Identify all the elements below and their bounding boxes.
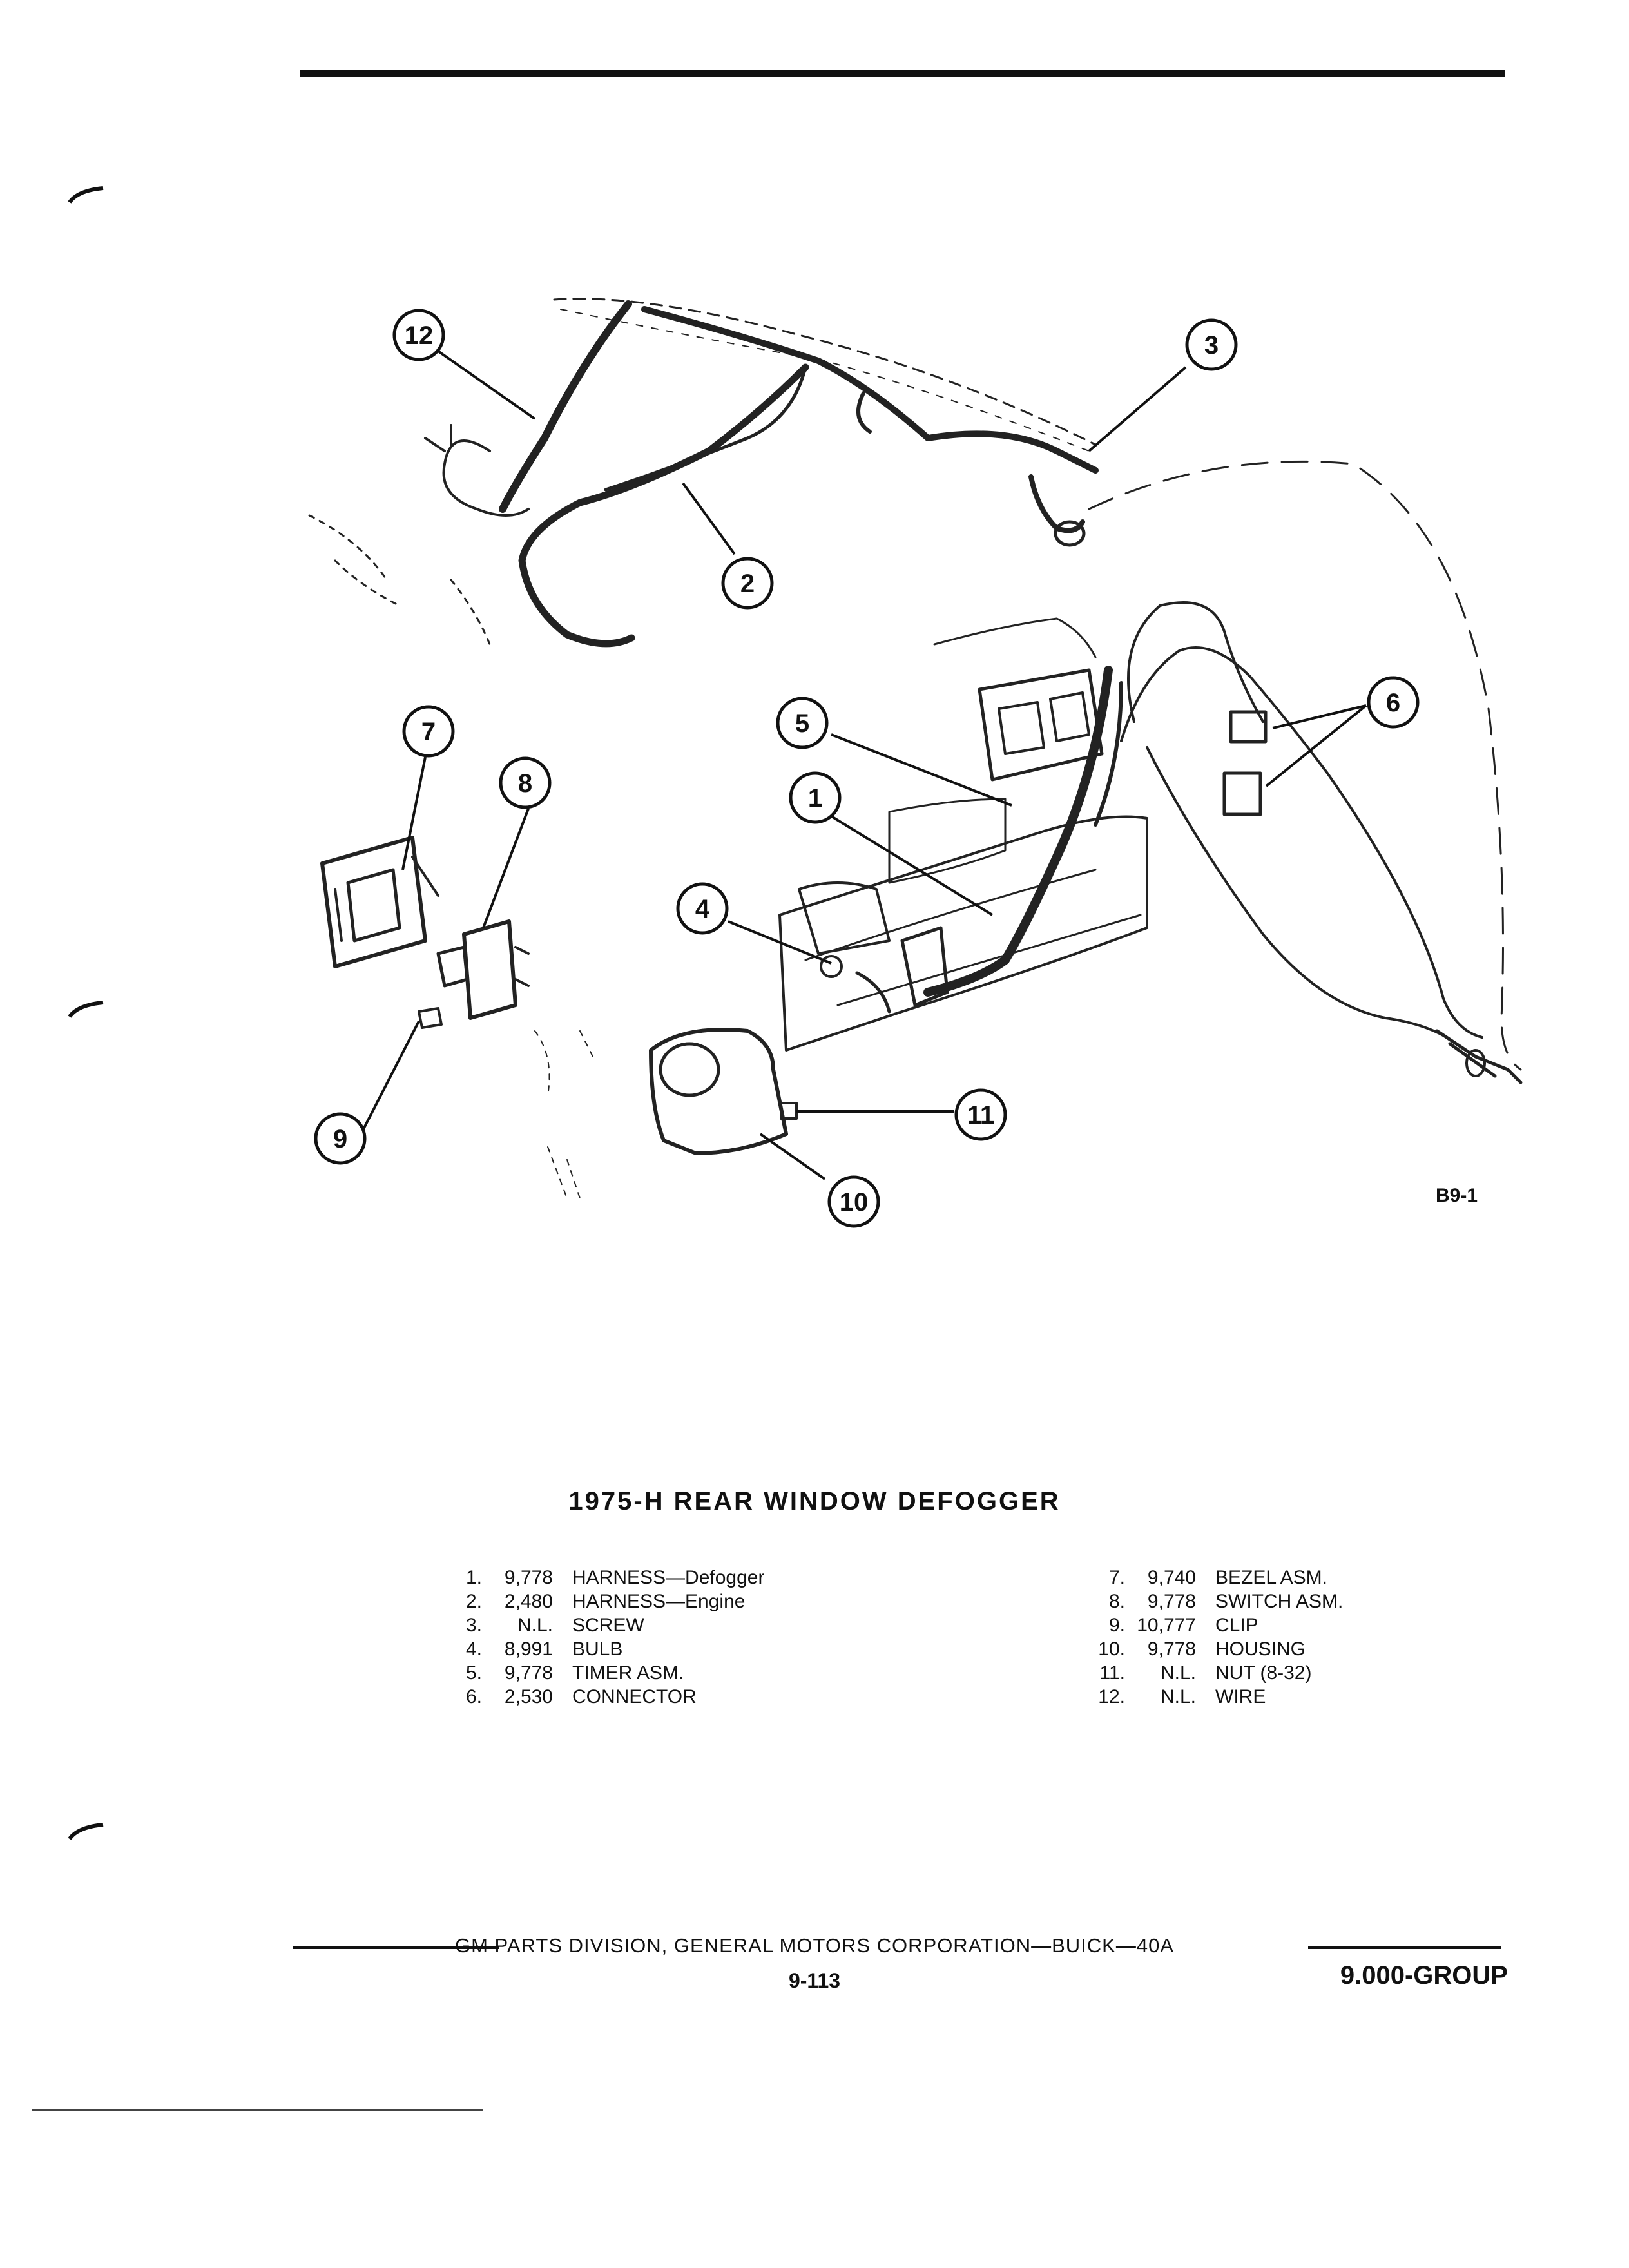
part-description: TIMER ASM. bbox=[572, 1662, 684, 1684]
scan-line bbox=[32, 2109, 483, 2111]
bezel bbox=[320, 836, 427, 968]
page-title: 1975-H REAR WINDOW DEFOGGER bbox=[568, 1487, 1061, 1515]
routing-path bbox=[1088, 460, 1522, 1071]
callout-7 bbox=[402, 705, 455, 758]
part-number: 9,740 bbox=[1147, 1567, 1196, 1588]
part-number: 9,778 bbox=[1147, 1591, 1196, 1612]
list-item: 8. 9,778 SWITCH ASM. bbox=[1089, 1590, 1343, 1613]
callout-11-label: 11 bbox=[967, 1101, 994, 1129]
defogger-harness bbox=[923, 666, 1113, 997]
footer-division: GM PARTS DIVISION, GENERAL MOTORS CORPOR… bbox=[454, 1934, 1175, 1957]
parts-list-left: 1. 9,778 HARNESS—Defogger 2. 2,480 HARNESS—E… bbox=[451, 1566, 764, 1709]
timer-housing bbox=[649, 1028, 788, 1155]
part-number: N.L. bbox=[517, 1615, 553, 1636]
binder-marks bbox=[68, 186, 104, 1840]
part-description: HARNESS—Defogger bbox=[572, 1567, 765, 1588]
item-number: 12. bbox=[1098, 1686, 1125, 1707]
callout-10-label: 10 bbox=[840, 1188, 869, 1216]
list-item: 9. 10,777 CLIP bbox=[1089, 1613, 1343, 1637]
callout-6-label: 6 bbox=[1386, 689, 1400, 717]
item-number: 10. bbox=[1098, 1639, 1125, 1660]
part-description: NUT (8-32) bbox=[1215, 1662, 1312, 1684]
callout-4-label: 4 bbox=[695, 895, 710, 923]
leader-lines bbox=[356, 350, 1367, 1180]
part-number: 8,991 bbox=[504, 1639, 553, 1660]
part-description: BEZEL ASM. bbox=[1215, 1567, 1327, 1588]
callout-3-label: 3 bbox=[1204, 331, 1219, 360]
callout-2-label: 2 bbox=[740, 570, 755, 598]
callout-10 bbox=[827, 1175, 880, 1228]
list-item: 6. 2,530 CONNECTOR bbox=[451, 1685, 764, 1709]
callout-1 bbox=[789, 771, 842, 824]
callout-2 bbox=[721, 557, 774, 610]
part-description: SWITCH ASM. bbox=[1215, 1591, 1344, 1612]
callout-12-label: 12 bbox=[405, 322, 434, 350]
list-item: 10. 9,778 HOUSING bbox=[1089, 1637, 1343, 1661]
callout-7-label: 7 bbox=[421, 718, 436, 746]
part-number: 10,777 bbox=[1137, 1615, 1196, 1636]
rear-shelf-outline bbox=[553, 298, 1097, 446]
part-number: 2,480 bbox=[504, 1591, 553, 1612]
part-number: 2,530 bbox=[504, 1686, 553, 1707]
parts-diagram: 12 2 3 5 1 4 6 7 8 9 10 11 B9-1 bbox=[308, 298, 1523, 1228]
callout-8 bbox=[499, 756, 552, 809]
dash-console bbox=[933, 617, 1097, 658]
part-number: 9,778 bbox=[504, 1567, 553, 1588]
harness-wire bbox=[499, 300, 632, 513]
item-number: 7. bbox=[1108, 1567, 1125, 1588]
item-number: 9. bbox=[1108, 1615, 1125, 1636]
part-description: CLIP bbox=[1215, 1615, 1258, 1636]
item-number: 5. bbox=[465, 1662, 482, 1684]
list-item: 12. N.L. WIRE bbox=[1089, 1685, 1343, 1709]
figure-ref: B9-1 bbox=[1436, 1185, 1478, 1206]
item-number: 8. bbox=[1108, 1591, 1125, 1612]
callout-5-label: 5 bbox=[795, 709, 809, 738]
list-item: 5. 9,778 TIMER ASM. bbox=[451, 1661, 764, 1685]
list-item: 11. N.L. NUT (8-32) bbox=[1089, 1661, 1343, 1685]
item-number: 11. bbox=[1099, 1662, 1125, 1684]
item-number: 2. bbox=[465, 1591, 482, 1612]
part-description: CONNECTOR bbox=[572, 1686, 697, 1707]
list-item: 2. 2,480 HARNESS—Engine bbox=[451, 1590, 764, 1613]
part-number: 9,778 bbox=[504, 1662, 553, 1684]
part-description: HOUSING bbox=[1215, 1639, 1306, 1660]
part-number: N.L. bbox=[1160, 1662, 1196, 1684]
callout-5 bbox=[776, 697, 829, 749]
list-item: 3. N.L. SCREW bbox=[451, 1613, 764, 1637]
part-number: 9,778 bbox=[1147, 1639, 1196, 1660]
part-description: WIRE bbox=[1215, 1686, 1266, 1707]
part-description: SCREW bbox=[572, 1615, 644, 1636]
callout-9 bbox=[314, 1112, 367, 1165]
switch bbox=[462, 919, 517, 1020]
callout-3 bbox=[1185, 318, 1238, 371]
list-item: 1. 9,778 HARNESS—Defogger bbox=[451, 1566, 764, 1590]
callout-11 bbox=[954, 1088, 1007, 1141]
footer-rule-left bbox=[293, 1946, 499, 1949]
group-label: 9.000-GROUP bbox=[1340, 1961, 1508, 1990]
callout-1-label: 1 bbox=[808, 784, 822, 812]
part-description: BULB bbox=[572, 1639, 623, 1660]
item-number: 3. bbox=[465, 1615, 482, 1636]
item-number: 4. bbox=[465, 1639, 482, 1660]
footer-rule-right bbox=[1308, 1946, 1501, 1949]
callout-6 bbox=[1367, 676, 1420, 729]
list-item: 4. 8,991 BULB bbox=[451, 1637, 764, 1661]
callout-12 bbox=[392, 309, 445, 361]
top-rule bbox=[300, 70, 1505, 77]
callout-4 bbox=[676, 882, 729, 935]
part-number: N.L. bbox=[1160, 1686, 1196, 1707]
list-item: 7. 9,740 BEZEL ASM. bbox=[1089, 1566, 1343, 1590]
item-number: 1. bbox=[465, 1567, 482, 1588]
page-number: 9-113 bbox=[788, 1969, 841, 1992]
callout-8-label: 8 bbox=[518, 769, 532, 798]
part-description: HARNESS—Engine bbox=[572, 1591, 746, 1612]
callout-9-label: 9 bbox=[333, 1125, 347, 1153]
item-number: 6. bbox=[465, 1686, 482, 1707]
